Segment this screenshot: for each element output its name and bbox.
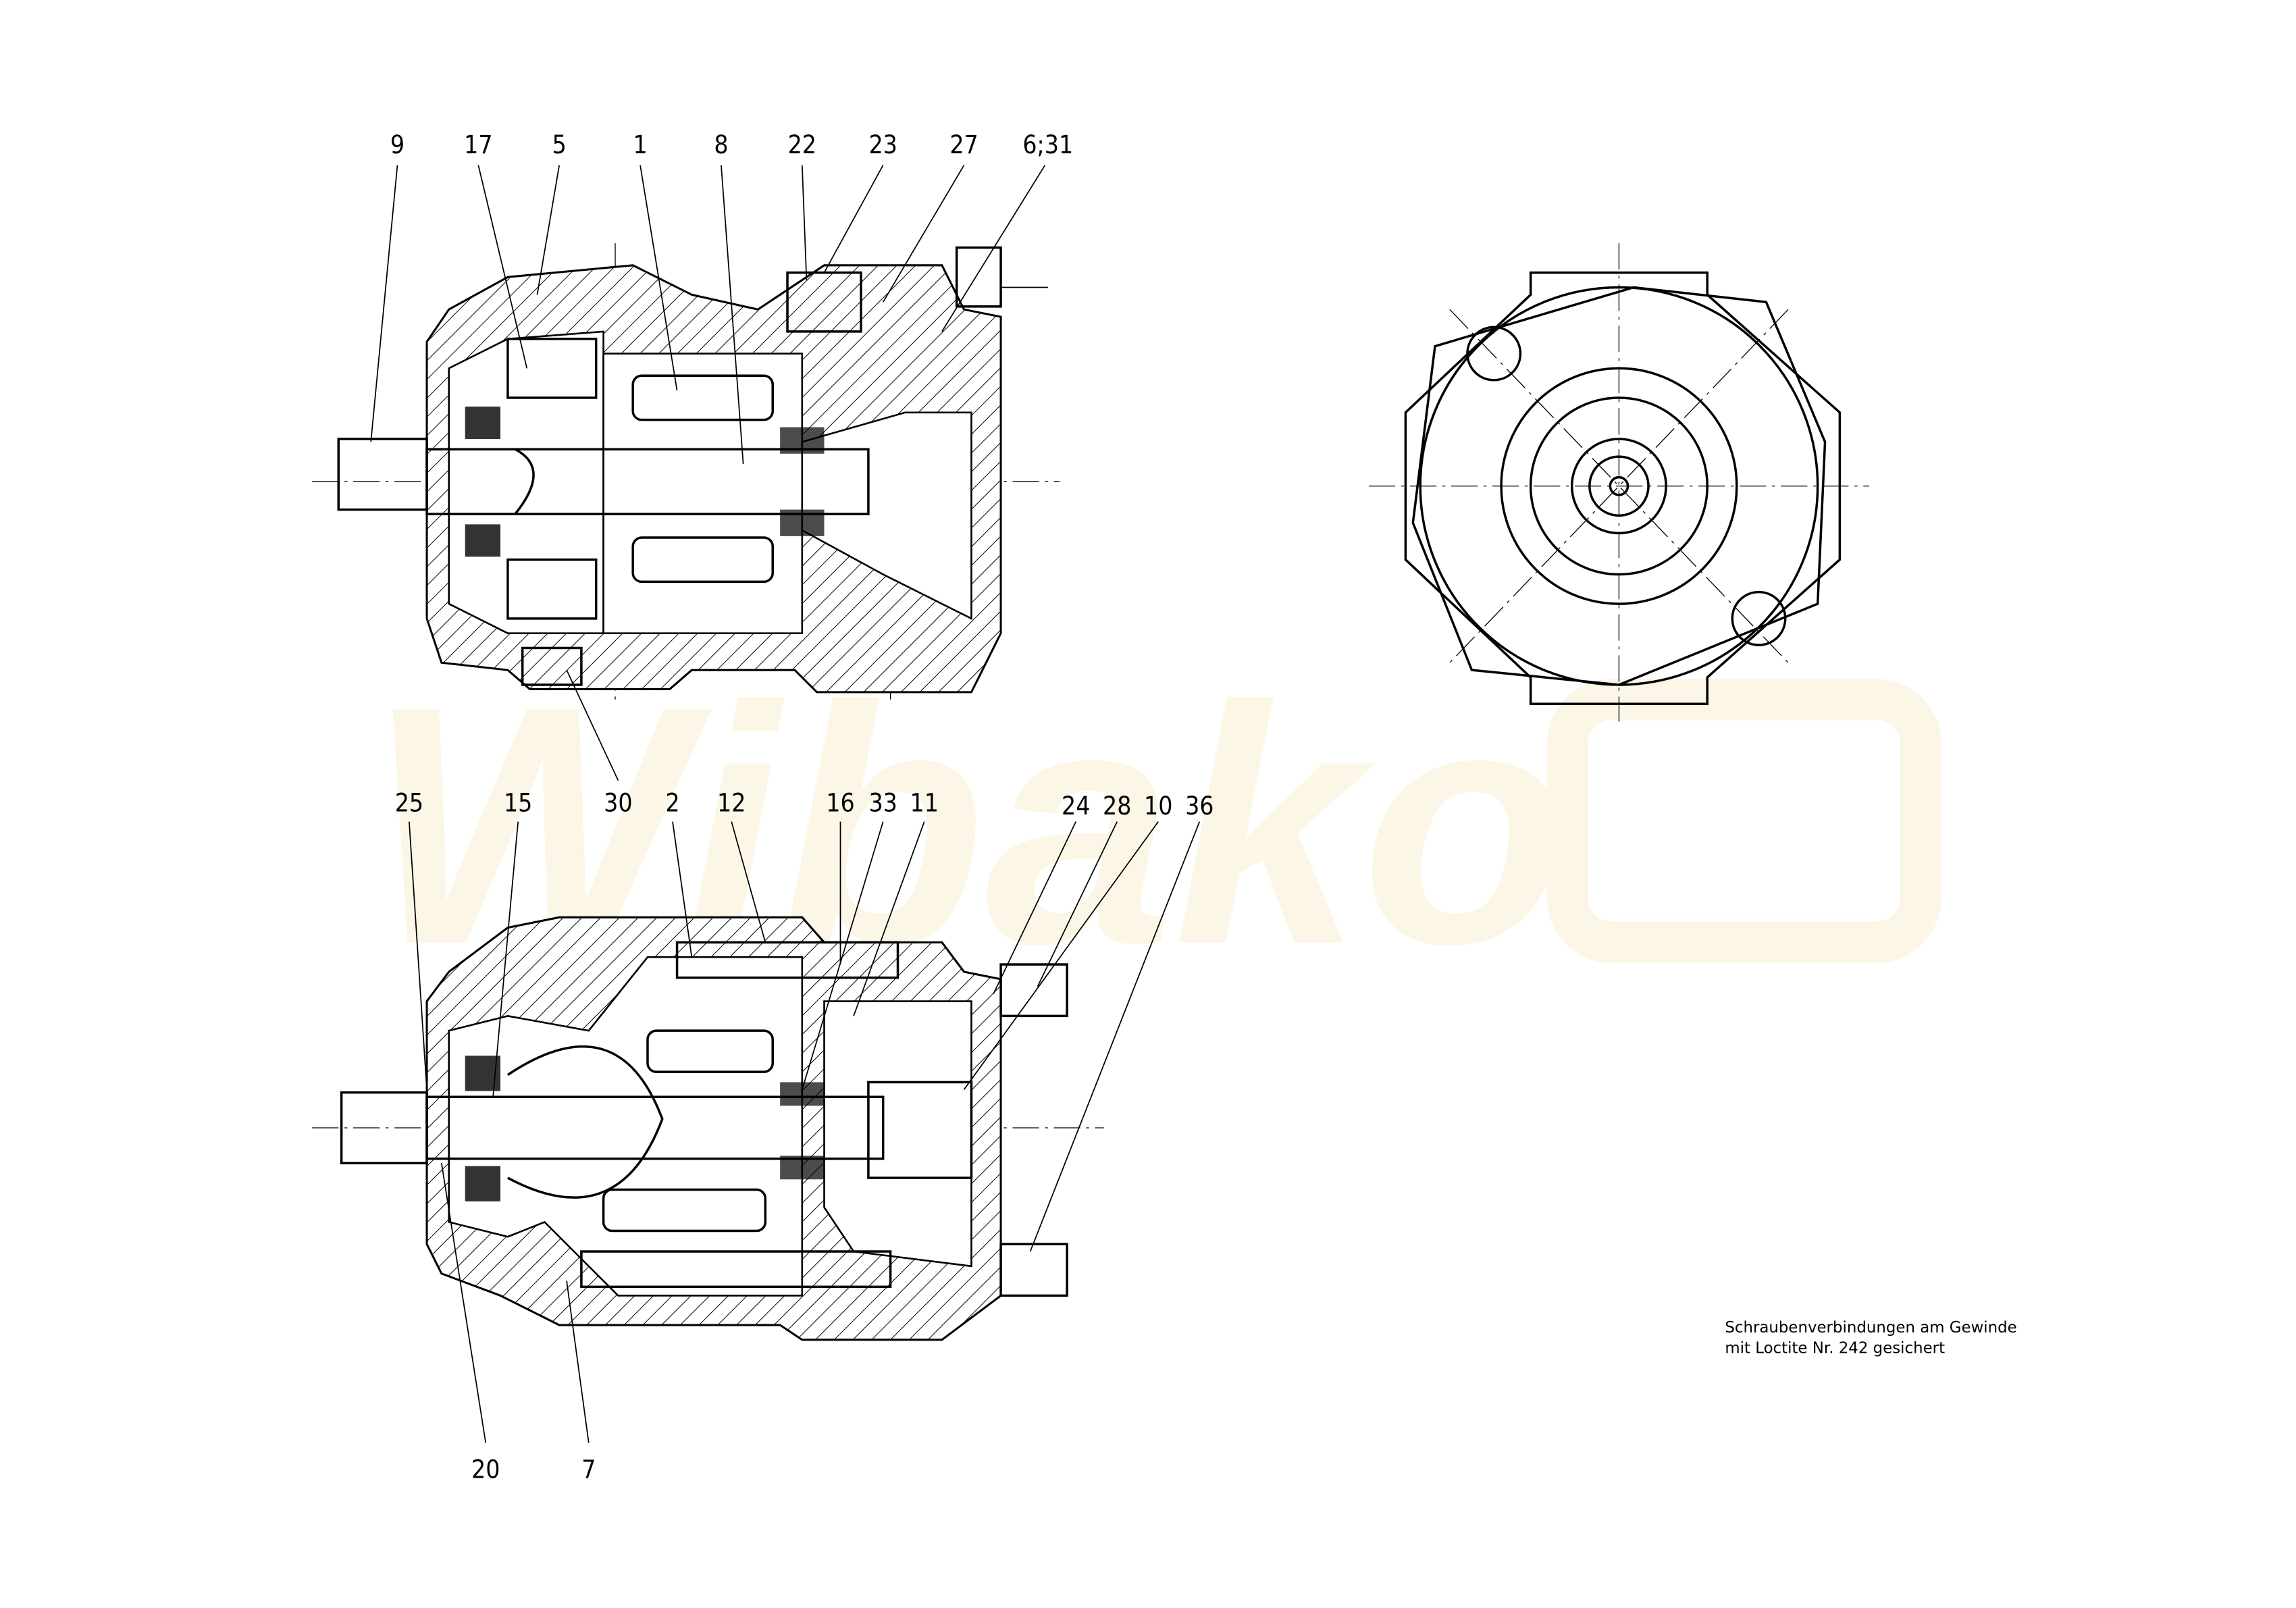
part-label: 30: [604, 788, 632, 817]
part-label: 36: [1185, 792, 1214, 821]
part-label: 8: [714, 130, 728, 159]
part-labels-bottom: 25 15 2 12 16 33 11 24 28 10 36 20 7: [395, 788, 1214, 1484]
bottom-section-view: [312, 916, 1104, 1341]
note: Schraubenverbindungen am Gewinde mit Loc…: [1725, 1319, 2016, 1357]
part-label: 16: [826, 788, 854, 817]
part-label: 23: [868, 130, 897, 159]
part-label: 2: [665, 788, 679, 817]
part-label: 11: [910, 788, 939, 817]
part-label: 27: [949, 130, 978, 159]
part-label: 9: [390, 130, 405, 159]
part-label: 33: [868, 788, 897, 817]
note-line-1: Schraubenverbindungen am Gewinde: [1725, 1319, 2016, 1337]
top-section-view: [312, 243, 1060, 700]
leader-lines: [370, 165, 1201, 1443]
part-label: 22: [788, 130, 816, 159]
part-labels-top: 9 17 5 1 8 22 23 27 6;31 30: [390, 130, 1073, 817]
part-label: 12: [717, 788, 746, 817]
part-label: 17: [464, 130, 492, 159]
part-label: 28: [1103, 792, 1131, 821]
part-label: 6;31: [1022, 130, 1073, 159]
part-label: 7: [581, 1455, 596, 1484]
watermark-logo: [1546, 679, 1941, 963]
end-view: [1368, 243, 1869, 722]
part-label: 5: [552, 130, 567, 159]
part-label: 20: [471, 1455, 500, 1484]
part-label: 25: [395, 788, 423, 817]
note-line-2: mit Loctite Nr. 242 gesichert: [1725, 1339, 1945, 1357]
part-label: 10: [1144, 792, 1172, 821]
part-label: 1: [633, 130, 647, 159]
part-label: 24: [1062, 792, 1090, 821]
part-label: 15: [504, 788, 532, 817]
